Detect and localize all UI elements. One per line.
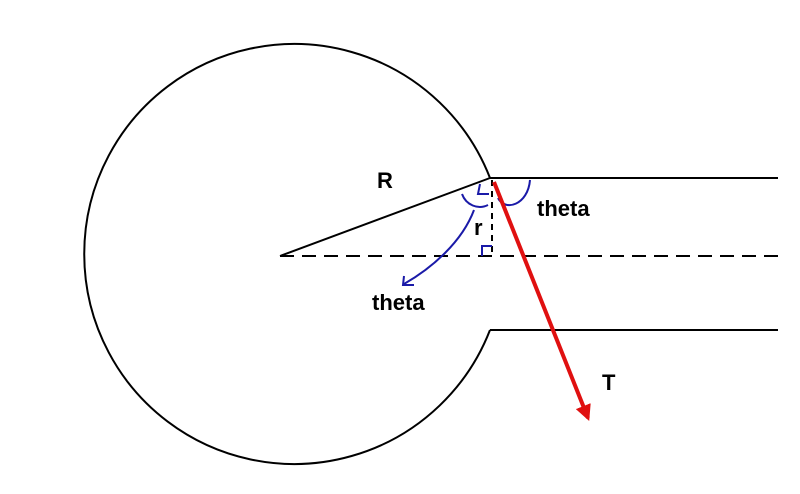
- angle-arc-left: [461, 193, 489, 208]
- force-arrow-T: [492, 181, 591, 421]
- label-T: T: [602, 370, 616, 395]
- right-angle-mark-bottom: [481, 245, 492, 256]
- right-angle-mark-top: [476, 183, 489, 195]
- pulley-outline: [83, 43, 491, 465]
- label-R: R: [377, 168, 393, 193]
- radius-line: [279, 177, 491, 257]
- label-r: r: [474, 215, 483, 240]
- label-theta-right: theta: [537, 196, 590, 221]
- label-theta-left: theta: [372, 290, 425, 315]
- theta-pointer-arrowhead: [401, 275, 414, 286]
- theta-pointer-arrow: [403, 209, 475, 285]
